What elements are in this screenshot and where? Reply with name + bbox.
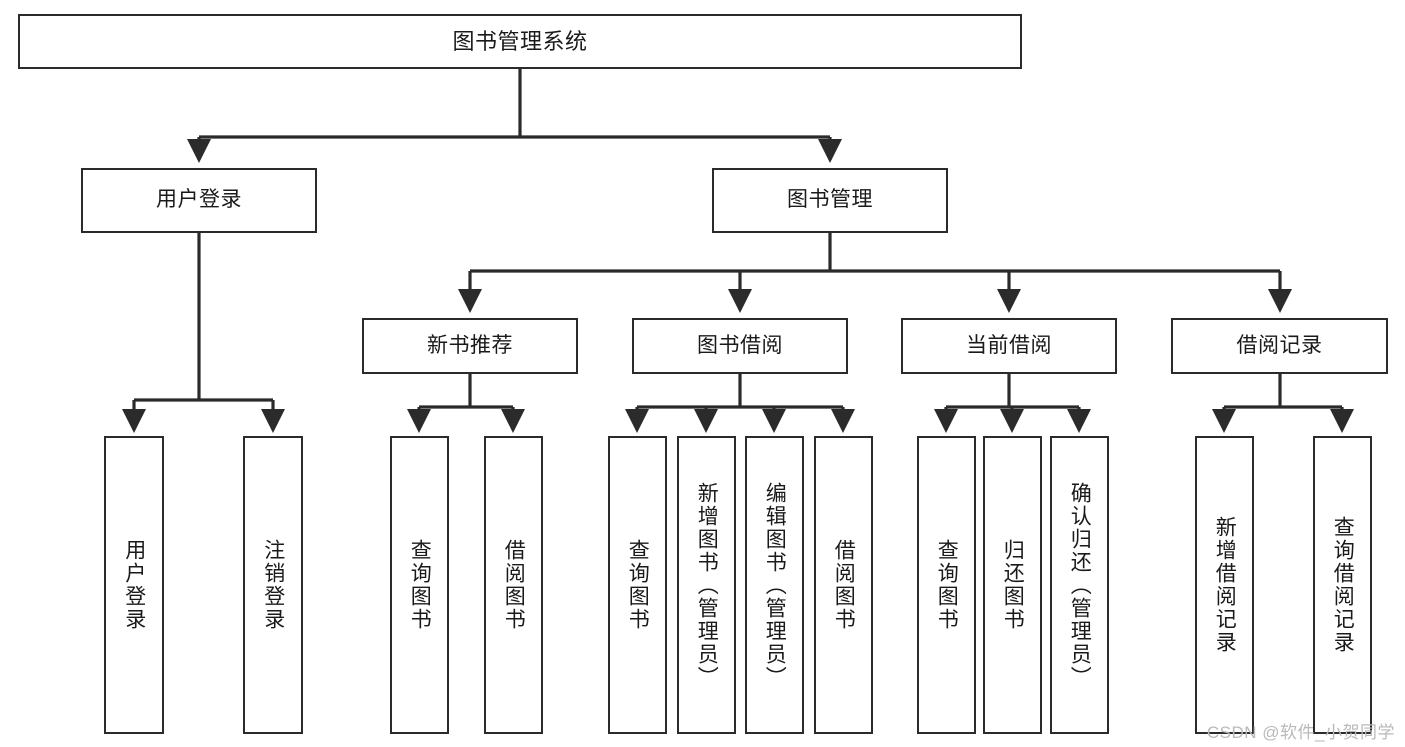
node-leaf-return-book-label: 归还图书 [1001, 539, 1025, 631]
node-new-book-recommend[interactable]: 新书推荐 [362, 318, 578, 374]
node-leaf-query-book-3[interactable]: 查询图书 [917, 436, 976, 734]
node-user-login-label: 用户登录 [156, 188, 242, 212]
node-root[interactable]: 图书管理系统 [18, 14, 1022, 69]
node-leaf-logout-login[interactable]: 注销登录 [243, 436, 303, 734]
node-leaf-query-record[interactable]: 查询借阅记录 [1313, 436, 1372, 734]
node-leaf-query-book-2-label: 查询图书 [626, 539, 650, 631]
node-book-management[interactable]: 图书管理 [712, 168, 948, 233]
node-root-label: 图书管理系统 [452, 28, 588, 54]
node-leaf-confirm-return[interactable]: 确认归还（管理员） [1050, 436, 1109, 734]
node-leaf-query-book-3-label: 查询图书 [935, 539, 959, 631]
node-book-borrow[interactable]: 图书借阅 [632, 318, 848, 374]
node-borrow-record-label: 借阅记录 [1236, 333, 1323, 357]
node-leaf-edit-book[interactable]: 编辑图书（管理员） [745, 436, 804, 734]
node-leaf-query-book-2[interactable]: 查询图书 [608, 436, 667, 734]
node-current-borrow[interactable]: 当前借阅 [901, 318, 1117, 374]
node-leaf-query-record-label: 查询借阅记录 [1331, 516, 1355, 654]
node-leaf-return-book[interactable]: 归还图书 [983, 436, 1042, 734]
node-leaf-add-record[interactable]: 新增借阅记录 [1195, 436, 1254, 734]
node-leaf-add-book-label: 新增图书（管理员） [695, 481, 719, 689]
node-leaf-borrow-book-2-label: 借阅图书 [832, 539, 856, 631]
node-leaf-user-login[interactable]: 用户登录 [104, 436, 164, 734]
node-user-login[interactable]: 用户登录 [81, 168, 317, 233]
node-book-management-label: 图书管理 [787, 188, 873, 212]
node-leaf-add-record-label: 新增借阅记录 [1213, 516, 1237, 654]
node-new-book-recommend-label: 新书推荐 [427, 333, 513, 357]
node-leaf-query-book-1-label: 查询图书 [408, 539, 432, 631]
node-current-borrow-label: 当前借阅 [966, 333, 1052, 357]
node-book-borrow-label: 图书借阅 [697, 333, 783, 357]
node-leaf-borrow-book-1-label: 借阅图书 [502, 539, 526, 631]
node-leaf-logout-login-label: 注销登录 [261, 539, 285, 631]
watermark: CSDN @软件_小贺同学 [1206, 723, 1395, 742]
node-leaf-user-login-label: 用户登录 [122, 539, 146, 631]
node-leaf-borrow-book-2[interactable]: 借阅图书 [814, 436, 873, 734]
node-leaf-borrow-book-1[interactable]: 借阅图书 [484, 436, 543, 734]
node-leaf-edit-book-label: 编辑图书（管理员） [763, 481, 787, 689]
node-borrow-record[interactable]: 借阅记录 [1171, 318, 1388, 374]
node-leaf-query-book-1[interactable]: 查询图书 [390, 436, 449, 734]
node-leaf-add-book[interactable]: 新增图书（管理员） [677, 436, 736, 734]
node-leaf-confirm-return-label: 确认归还（管理员） [1068, 481, 1092, 689]
